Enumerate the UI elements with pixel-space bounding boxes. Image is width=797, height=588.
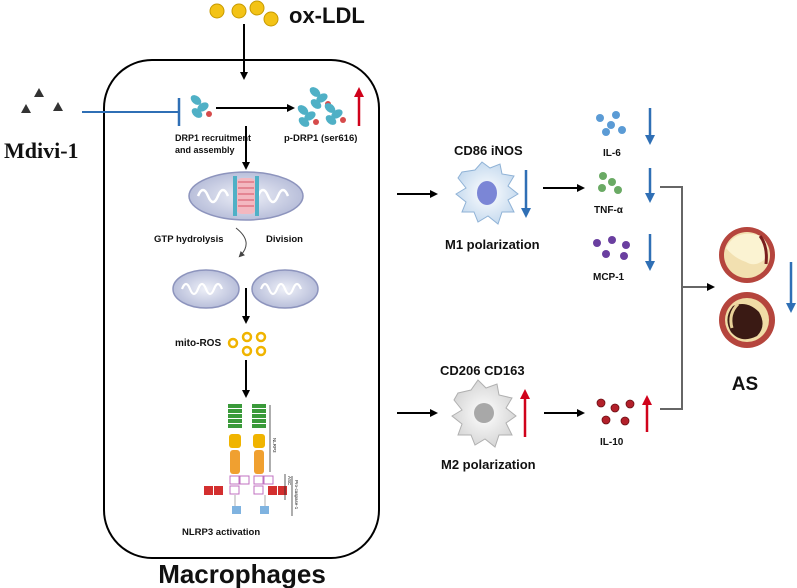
drp1-recruitment-label-1: DRP1 recruitment [175, 133, 251, 143]
il10-particles [596, 398, 635, 426]
drp1-protein-icon [190, 95, 212, 118]
macrophages-label: Macrophages [158, 559, 326, 588]
il10-label: IL-10 [600, 437, 624, 448]
macrophage-cell-outline [103, 59, 380, 559]
cytokines-bracket [660, 186, 683, 410]
il6-label: IL-6 [603, 148, 621, 159]
macrophage-m2-icon [451, 379, 517, 448]
p-drp1-protein-icon [297, 87, 346, 127]
nlrp3-activation-label: NLRP3 activation [182, 527, 260, 538]
gtp-curve-arrow [235, 227, 247, 258]
mcp1-particles [593, 236, 630, 260]
nlrp3-small-label: NLRP3 [272, 438, 277, 453]
m2-markers-label: CD206 CD163 [440, 363, 525, 378]
tnfa-particles [598, 172, 622, 194]
as-label: AS [732, 374, 758, 395]
nlrp3-inflammasome-icon [204, 404, 293, 516]
il6-particles [596, 111, 626, 136]
mito-ros-rings [227, 331, 267, 357]
tnfa-label: TNF-α [594, 205, 624, 216]
artery-cross-section-icon [719, 292, 775, 348]
pro-caspase-small-label: Pro-caspase-1 [294, 480, 299, 510]
macrophage-m1-icon [455, 161, 519, 225]
p-drp1-label: p-DRP1 (ser616) [284, 133, 357, 144]
mdivi-label: Mdivi-1 [4, 138, 79, 163]
mitochondrion-icon [188, 171, 304, 221]
gtp-hydrolysis-label: GTP hydrolysis [154, 234, 224, 245]
ox-ldl-particles [209, 0, 279, 27]
ox-ldl-label: ox-LDL [289, 3, 365, 28]
asc-small-label: ASC [287, 476, 292, 486]
triangle-molecule-icon [21, 88, 63, 113]
m1-markers-label: CD86 iNOS [454, 143, 523, 158]
divided-mitochondria-icon [172, 269, 319, 309]
division-label: Division [266, 234, 303, 245]
drp1-recruitment-label-2: and assembly [175, 145, 235, 155]
m1-polarization-label: M1 polarization [445, 237, 540, 252]
mcp1-label: MCP-1 [593, 272, 625, 283]
artery-cross-section-icon [719, 227, 775, 283]
mito-ros-label: mito-ROS [175, 338, 221, 349]
m2-polarization-label: M2 polarization [441, 457, 536, 472]
